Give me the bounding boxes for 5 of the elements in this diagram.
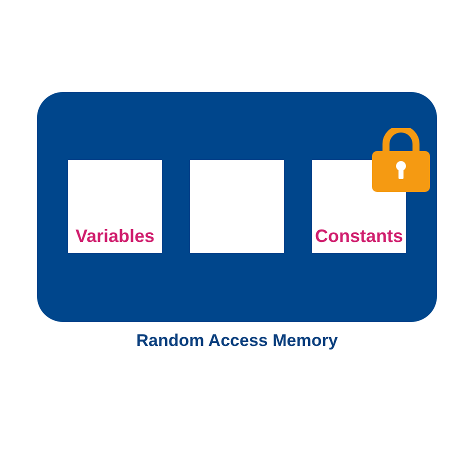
slot-label: Constants (314, 226, 404, 247)
panel-title: Random Access Memory (136, 330, 338, 352)
slot-label: Variables (74, 226, 156, 247)
memory-slot (68, 160, 162, 253)
memory-slot (190, 160, 284, 253)
